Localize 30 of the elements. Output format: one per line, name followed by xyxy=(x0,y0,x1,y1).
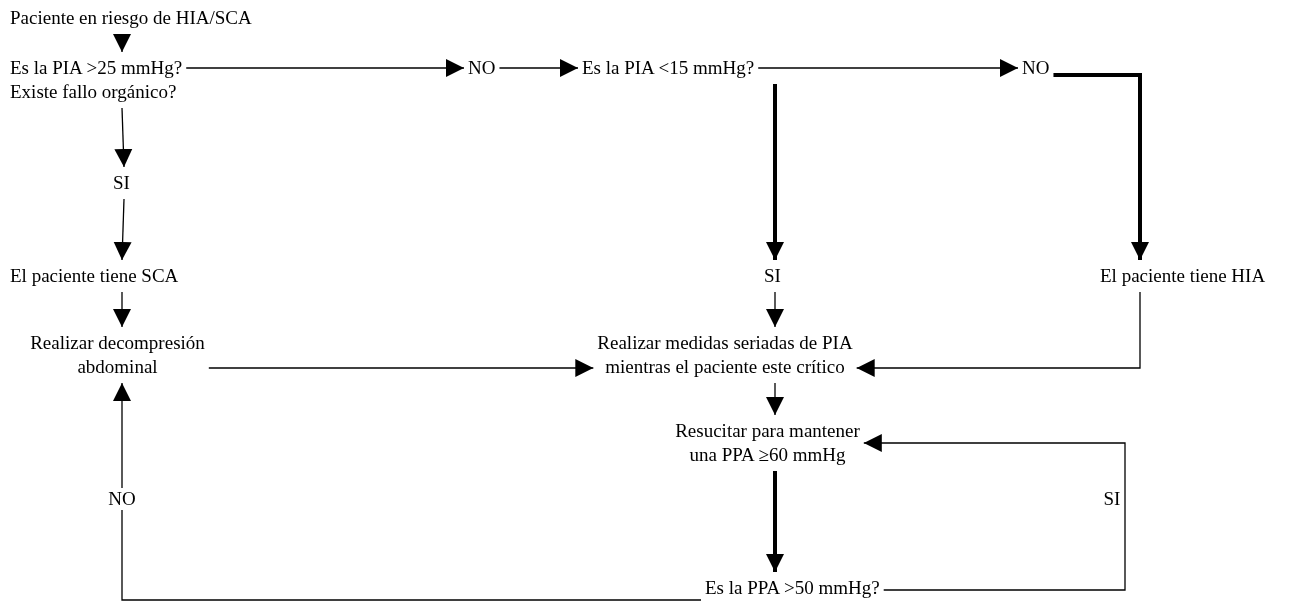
edge-label: NO xyxy=(106,488,138,510)
flow-text: NO xyxy=(1022,56,1051,80)
flow-text: Es la PIA <15 mmHg? xyxy=(582,56,756,80)
flow-text: Resucitar para mantener una PPA ≥60 mmHg xyxy=(674,419,861,467)
arrow xyxy=(113,198,132,261)
arrow xyxy=(766,382,784,416)
flow-text: SI xyxy=(764,264,782,288)
arrow xyxy=(1053,73,1149,260)
arrow xyxy=(185,59,465,77)
arrow xyxy=(863,434,1126,591)
flow-text: Es la PIA >25 mmHg? Existe fallo orgánico? xyxy=(10,56,184,104)
flow-text: Realizar medidas seriadas de PIA mientras el paciente este crítico xyxy=(596,331,854,379)
arrow xyxy=(114,107,133,168)
arrow xyxy=(113,33,131,53)
arrow xyxy=(113,291,131,328)
flow-text: Realizar decompresión abdominal xyxy=(29,331,206,379)
flow-text: Paciente en riesgo de HIA/SCA xyxy=(10,6,253,30)
flow-text: Es la PPA >50 mmHg? xyxy=(705,576,881,600)
arrow xyxy=(757,59,1019,77)
flow-text: SI xyxy=(113,171,131,195)
arrow xyxy=(766,471,784,572)
flow-text: El paciente tiene HIA xyxy=(1100,264,1267,288)
arrow xyxy=(208,359,594,377)
arrow xyxy=(766,84,784,260)
arrow xyxy=(498,59,579,77)
flow-text: El paciente tiene SCA xyxy=(10,264,180,288)
arrow xyxy=(766,291,784,328)
arrow xyxy=(113,382,702,601)
flow-text: NO xyxy=(468,56,497,80)
arrow xyxy=(856,291,1141,377)
